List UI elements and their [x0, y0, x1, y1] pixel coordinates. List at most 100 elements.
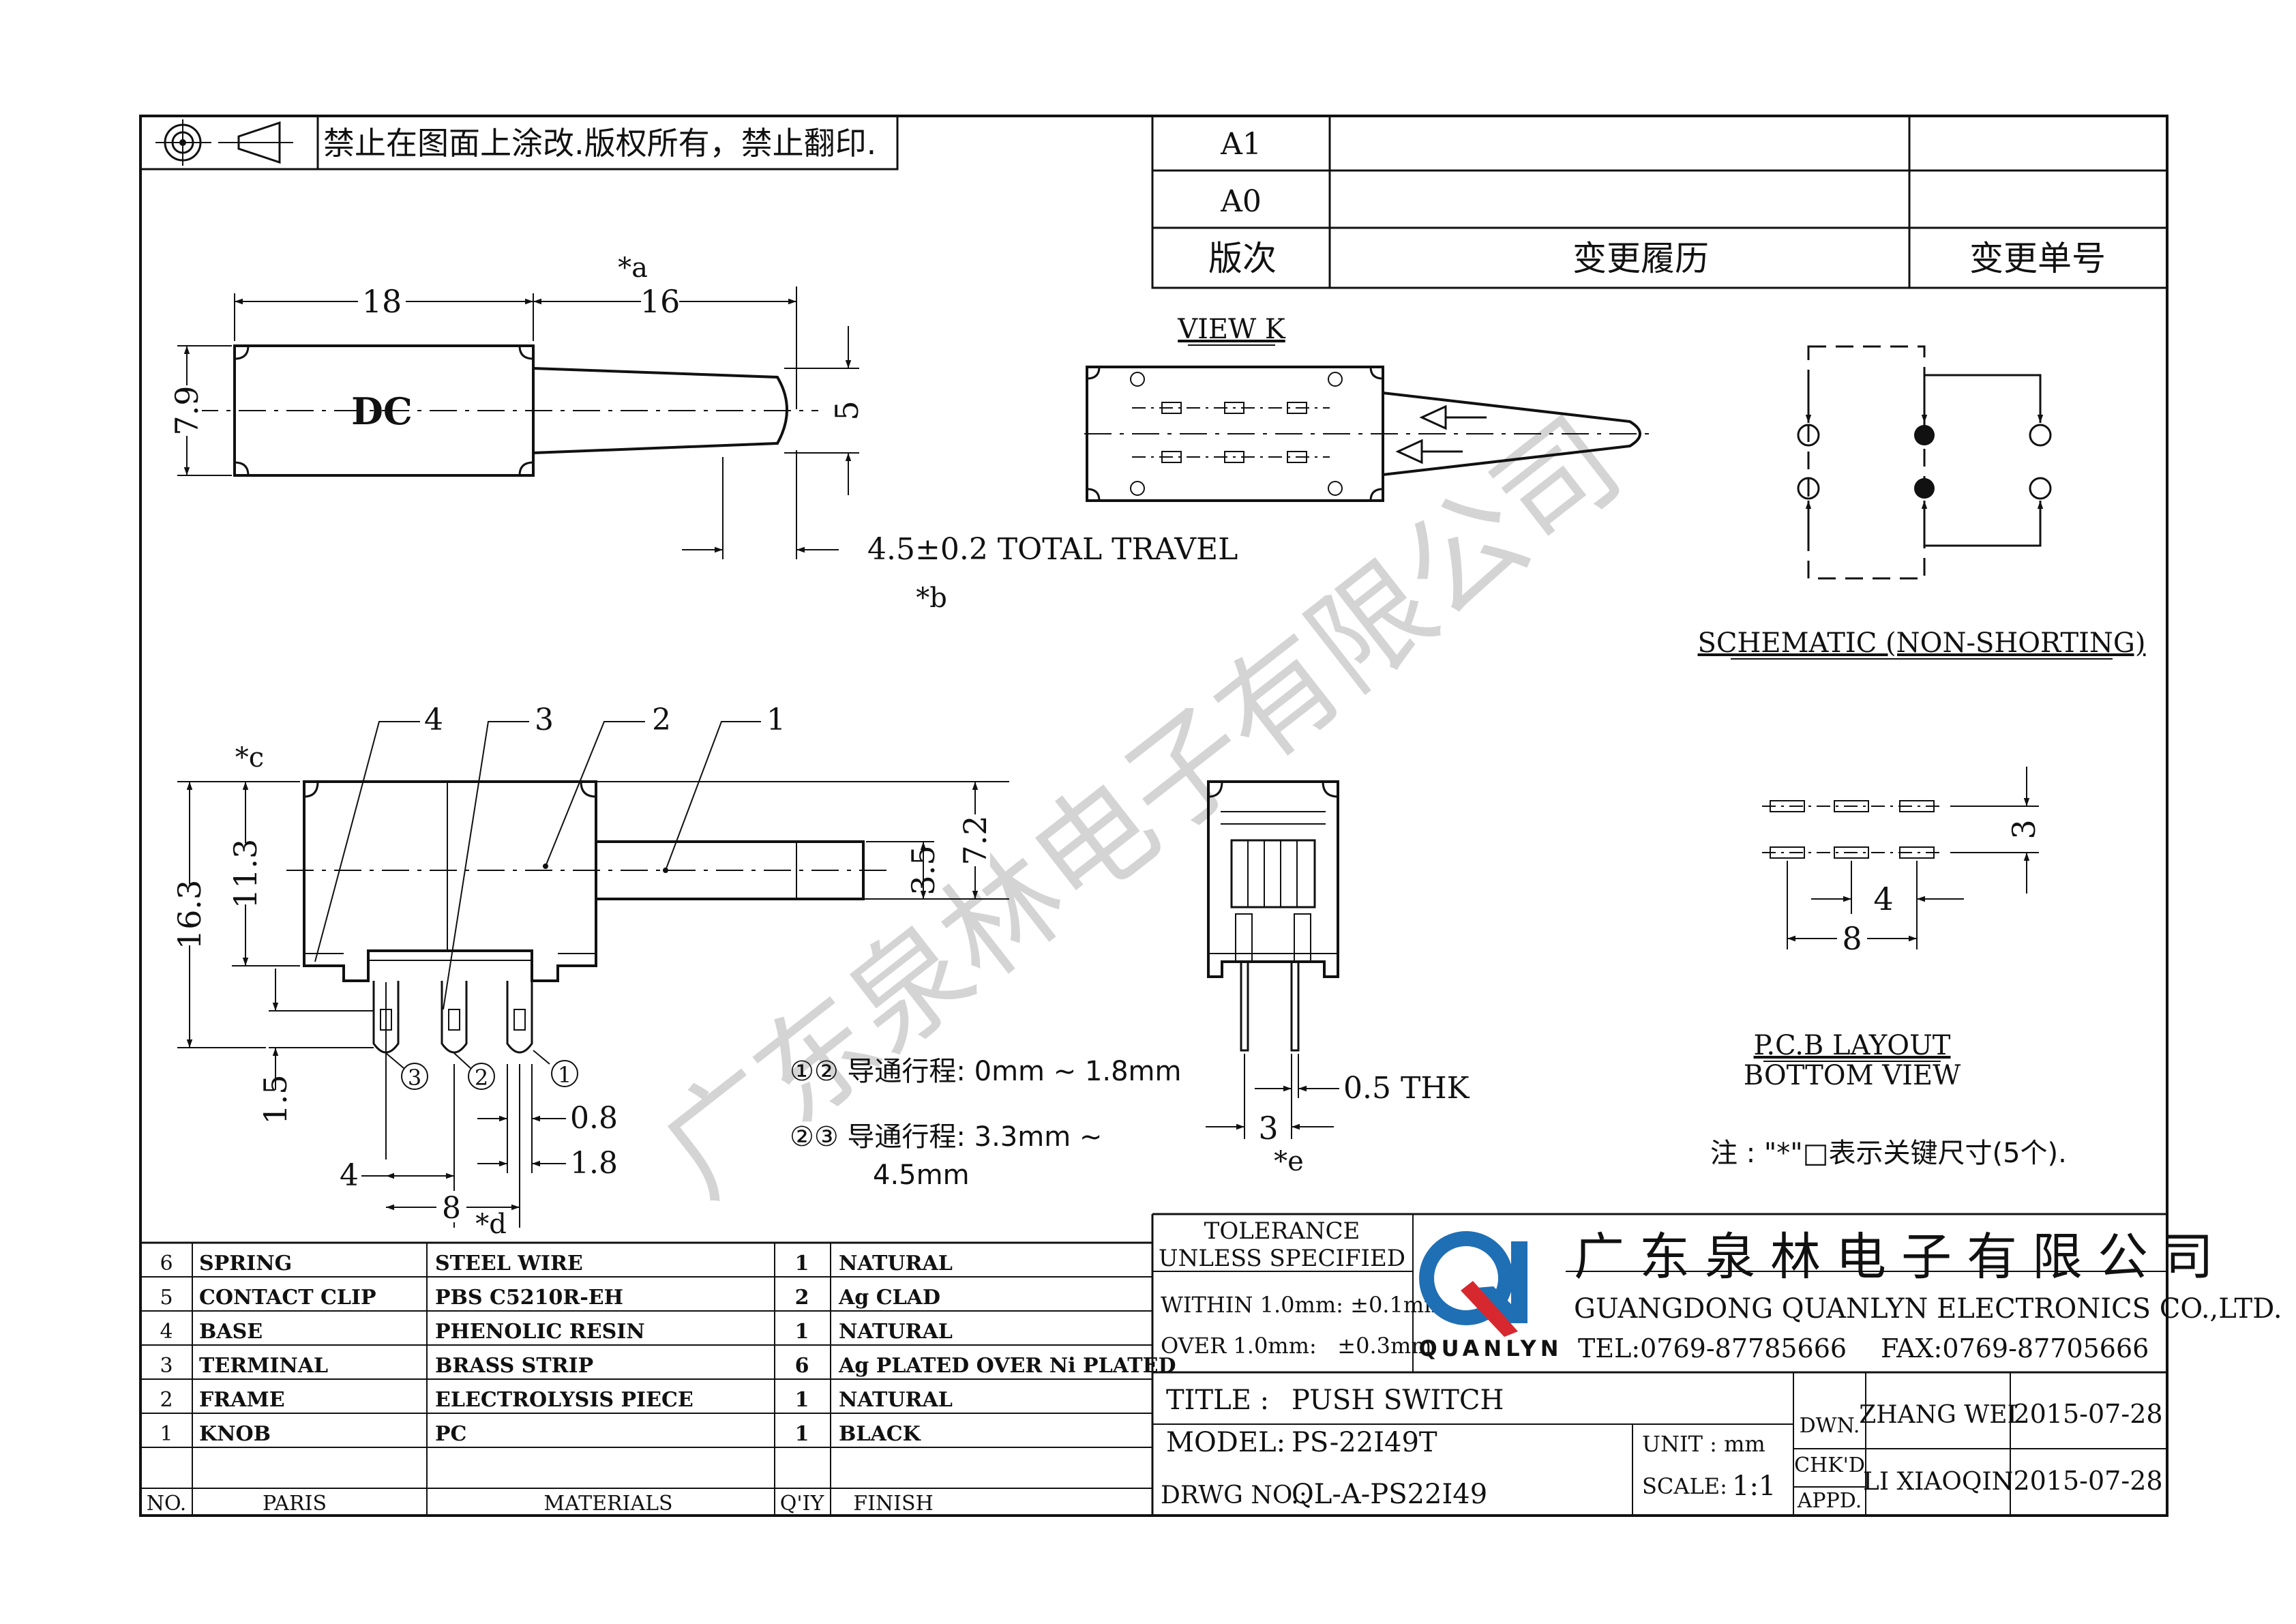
checked-by-name: LI XIAOQIN: [1863, 1468, 2013, 1496]
side-view: 4 3 2 1 16.3 11.3 *c 1.5 3.5 7.2 3 2 1: [171, 703, 1009, 1240]
logo-text: QUANLYN: [1418, 1335, 1562, 1361]
bom-cell-no: 5: [160, 1286, 173, 1310]
bom-cell-qty: 1: [795, 1422, 809, 1446]
pcb-layout: 4 8 3 P.C.B LAYOUT BOTTOM VIEW: [1744, 767, 2042, 1091]
bom-cell-part: SPRING: [199, 1252, 292, 1275]
company-name-cn: 广东泉林电子有限公司: [1574, 1228, 2228, 1286]
key-dim-a: *a: [618, 252, 648, 284]
bom-cell-material: PHENOLIC RESIN: [435, 1320, 645, 1344]
bom-table: [140, 1214, 1154, 1516]
bom-cell-part: BASE: [199, 1320, 263, 1344]
bom-cell-qty: 1: [795, 1252, 809, 1275]
travel-notes: ①② 导通行程: 0mm ~ 1.8mm ②③ 导通行程: 3.3mm ~ 4.…: [790, 1056, 1182, 1191]
schematic: SCHEMATIC (NON-SHORTING): [1698, 345, 2146, 660]
scale-value: 1:1: [1732, 1471, 1776, 1502]
tolerance-subtitle: UNLESS SPECIFIED: [1159, 1245, 1405, 1272]
travel-note-1: ①② 导通行程: 0mm ~ 1.8mm: [790, 1056, 1182, 1087]
bom-cell-qty: 6: [795, 1354, 809, 1378]
schematic-title: SCHEMATIC (NON-SHORTING): [1698, 628, 2146, 659]
dwn-label: DWN.: [1800, 1414, 1860, 1438]
callout-2: 2: [652, 703, 671, 737]
dim-11-3: 11.3: [227, 839, 264, 909]
bom-cell-no: 6: [160, 1252, 173, 1275]
bom-cell-material: PBS C5210R-EH: [435, 1286, 623, 1310]
revision-col-version: 版次: [1208, 239, 1277, 278]
dim-0-5-thk: 0.5 THK: [1343, 1071, 1470, 1106]
bom-cell-finish: BLACK: [839, 1422, 921, 1446]
bom-cell-part: CONTACT CLIP: [199, 1286, 376, 1310]
company-tel: TEL:0769-87785666: [1578, 1333, 1847, 1363]
revision-row-a1: A1: [1220, 127, 1262, 162]
contact-row-top: [1132, 402, 1330, 414]
terminal-label-2: 2: [475, 1065, 488, 1091]
bom-cell-finish: NATURAL: [839, 1388, 953, 1412]
bom-cell-no: 3: [160, 1354, 173, 1378]
bom-cell-finish: NATURAL: [839, 1252, 953, 1275]
bom-cell-material: PC: [435, 1422, 466, 1446]
bom-cell-finish: NATURAL: [839, 1320, 953, 1344]
dim-total-travel: 4.5±0.2 TOTAL TRAVEL: [867, 532, 1238, 567]
dim-0-8: 0.8: [570, 1101, 618, 1136]
key-dim-c: *c: [235, 742, 264, 773]
bom-cell-no: 1: [160, 1422, 173, 1446]
quanlyn-logo-icon: [1419, 1231, 1527, 1337]
pcb-pads: [1770, 800, 1935, 859]
dim-1-8: 1.8: [570, 1146, 618, 1181]
dim-18: 18: [362, 283, 402, 320]
dim-8: 8: [442, 1191, 461, 1226]
checked-date: 2015-07-28: [2013, 1466, 2162, 1496]
top-view-logo: DC: [351, 389, 413, 433]
dim-7-2: 7.2: [957, 815, 994, 865]
bom-cell-material: ELECTROLYSIS PIECE: [435, 1388, 694, 1412]
view-k: VIEW K: [1084, 314, 1650, 502]
company-name-en: GUANGDONG QUANLYN ELECTRONICS CO.,LTD.: [1574, 1293, 2282, 1325]
pcb-dim-8: 8: [1842, 920, 1862, 957]
end-view-ribs: [1247, 840, 1298, 907]
pcb-dim-4: 4: [1873, 881, 1893, 917]
dim-3-end-view: 3: [1258, 1110, 1278, 1147]
dim-4: 4: [340, 1158, 359, 1193]
bom-cell-finish: Ag CLAD: [838, 1286, 940, 1310]
bom-cell-qty: 2: [795, 1286, 809, 1310]
scale-label: SCALE:: [1642, 1473, 1727, 1499]
drawn-date: 2015-07-28: [2013, 1399, 2162, 1429]
tolerance-title: TOLERANCE: [1204, 1217, 1360, 1245]
bom-cell-part: TERMINAL: [199, 1354, 328, 1378]
bom-cell-part: FRAME: [199, 1388, 285, 1412]
key-dimension-note: 注 : "*"□表示关键尺寸(5个).: [1710, 1138, 2067, 1169]
drawing-no-value: QL-A-PS22I49: [1292, 1479, 1487, 1510]
bom-cell-material: STEEL WIRE: [435, 1252, 583, 1275]
callout-3: 3: [535, 703, 554, 737]
end-view: 0.5 THK 3 *e: [1206, 780, 1470, 1177]
tolerance-within: WITHIN 1.0mm: ±0.1mm: [1161, 1292, 1445, 1318]
dim-5: 5: [829, 400, 865, 420]
terminal-label-1: 1: [558, 1062, 571, 1088]
bom-cell-finish: Ag PLATED OVER Ni PLATED: [838, 1354, 1176, 1378]
revision-col-change-no: 变更单号: [1969, 239, 2106, 278]
top-view: DC 18 16 *a 7.9 5 4.5±0.2 TOTAL TRAVEL *…: [168, 252, 1238, 614]
bom-header-finish: FINISH: [853, 1492, 933, 1516]
bom-cell-material: BRASS STRIP: [435, 1354, 593, 1378]
header-notice-box: 禁止在图面上涂改.版权所有，禁止翻印.: [139, 115, 899, 171]
pcb-dim-3: 3: [2006, 819, 2042, 839]
travel-note-2b: 4.5mm: [873, 1160, 970, 1191]
unit-label: UNIT : mm: [1642, 1431, 1765, 1457]
key-dim-b: *b: [916, 582, 947, 614]
terminal-circle-labels: 3 2 1: [385, 1050, 578, 1091]
dim-3-5: 3.5: [905, 845, 942, 895]
pcb-title-1: P.C.B LAYOUT: [1754, 1030, 1951, 1061]
tolerance-over: OVER 1.0mm: ±0.3mm: [1161, 1333, 1432, 1359]
bom-header-qty: Q'IY: [780, 1492, 825, 1516]
projection-symbol-icon: [155, 119, 293, 166]
view-k-title: VIEW K: [1177, 314, 1286, 345]
bom-header-row: NO. PARIS MATERIALS Q'IY FINISH: [147, 1492, 934, 1516]
dim-16: 16: [640, 283, 681, 320]
pcb-title-2: BOTTOM VIEW: [1744, 1060, 1961, 1091]
model-label: MODEL:: [1166, 1427, 1285, 1458]
drawing-no-label: DRWG NO.:: [1161, 1481, 1307, 1509]
callout-4: 4: [424, 703, 443, 737]
dim-16-3: 16.3: [171, 880, 208, 949]
part-callouts: 4 3 2 1: [314, 703, 786, 1010]
